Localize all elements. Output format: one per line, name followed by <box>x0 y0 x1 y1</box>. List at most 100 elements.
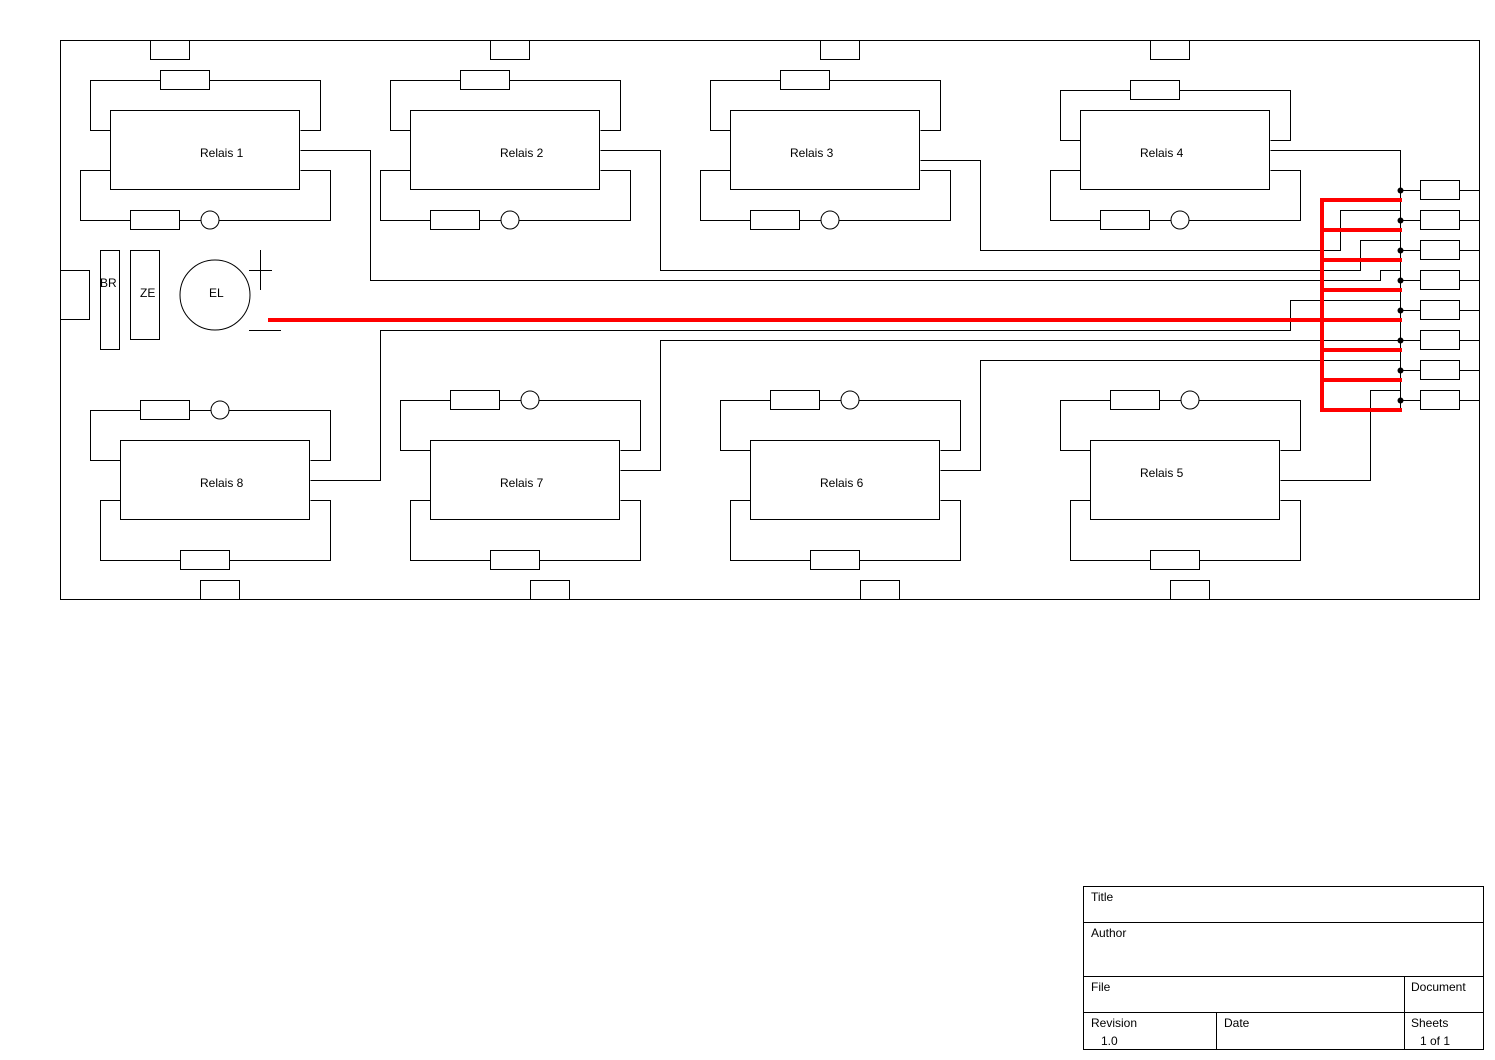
relay-body <box>120 440 310 520</box>
relay-body <box>1090 440 1280 520</box>
relay-label: Relais 2 <box>500 146 544 160</box>
resistor <box>1420 210 1460 230</box>
resistor <box>1420 240 1460 260</box>
relay-label: Relais 4 <box>1140 146 1184 160</box>
ze-label: ZE <box>140 286 155 300</box>
resistor <box>140 400 190 420</box>
plus-sign-icon <box>249 250 272 290</box>
output-terminal <box>1397 180 1480 200</box>
edge-connector <box>530 580 570 600</box>
title-block: Title Author File Document Revision 1.0 … <box>1083 886 1484 1050</box>
output-terminal <box>1397 390 1480 410</box>
date-label: Date <box>1224 1016 1250 1030</box>
resistor <box>460 70 510 90</box>
title-block-frame <box>1083 886 1484 1050</box>
relay-label: Relais 3 <box>790 146 834 160</box>
resistor <box>1420 330 1460 350</box>
relay-3: Relais 3 <box>700 70 951 230</box>
relay-8: Relais 8 <box>90 400 331 570</box>
revision-label: Revision <box>1091 1016 1137 1030</box>
resistor <box>490 550 540 570</box>
electrolytic-capacitor <box>179 259 251 331</box>
resistor <box>130 210 180 230</box>
resistor <box>450 390 500 410</box>
relay-body <box>1080 110 1270 190</box>
relay-label: Relais 8 <box>200 476 244 490</box>
signal-wires <box>300 150 1401 481</box>
output-terminal <box>1397 360 1480 380</box>
relay-label: Relais 5 <box>1140 466 1184 480</box>
resistor <box>180 550 230 570</box>
relay-body <box>750 440 940 520</box>
sheets-value: 1 of 1 <box>1420 1034 1450 1048</box>
resistor <box>1150 550 1200 570</box>
br-label: BR <box>100 276 117 290</box>
resistor <box>780 70 830 90</box>
junction-dot <box>1397 217 1404 224</box>
junction-dot <box>1397 307 1404 314</box>
relay-7: Relais 7 <box>400 390 641 570</box>
output-terminal <box>1397 240 1480 260</box>
resistor <box>1100 210 1150 230</box>
led-icon <box>840 390 860 410</box>
led-icon <box>210 400 230 420</box>
resistor <box>1420 270 1460 290</box>
output-terminal <box>1397 270 1480 290</box>
edge-connector <box>1150 40 1190 60</box>
edge-connector <box>820 40 860 60</box>
sheets-label: Sheets <box>1411 1016 1448 1030</box>
led-icon <box>200 210 220 230</box>
edge-connector <box>860 580 900 600</box>
relay-label: Relais 1 <box>200 146 244 160</box>
document-label: Document <box>1411 980 1466 994</box>
output-terminal <box>1397 300 1480 320</box>
relay-label: Relais 7 <box>500 476 544 490</box>
resistor <box>770 390 820 410</box>
resistor <box>1110 390 1160 410</box>
led-icon <box>1170 210 1190 230</box>
relay-label: Relais 6 <box>820 476 864 490</box>
led-icon <box>500 210 520 230</box>
led-icon <box>520 390 540 410</box>
zener-diode <box>130 250 160 340</box>
output-terminal <box>1397 210 1480 230</box>
relay-body <box>430 440 620 520</box>
resistor <box>430 210 480 230</box>
bridge-rectifier <box>100 250 120 350</box>
author-label: Author <box>1091 926 1126 940</box>
relay-body <box>110 110 300 190</box>
led-icon <box>1180 390 1200 410</box>
relay-6: Relais 6 <box>720 390 961 570</box>
edge-connector <box>200 580 240 600</box>
file-label: File <box>1091 980 1111 994</box>
junction-dot <box>1397 397 1404 404</box>
resistor <box>1420 390 1460 410</box>
common-bus <box>268 198 1402 412</box>
relay-1: Relais 1 <box>80 70 331 230</box>
relay-4: Relais 4 <box>1050 80 1301 230</box>
junction-dot <box>1397 247 1404 254</box>
resistor <box>1130 80 1180 100</box>
revision-value: 1.0 <box>1101 1034 1118 1048</box>
junction-dot <box>1397 187 1404 194</box>
resistor <box>1420 300 1460 320</box>
el-label: EL <box>209 286 224 300</box>
junction-dot <box>1397 337 1404 344</box>
junction-dot <box>1397 277 1404 284</box>
edge-connector <box>490 40 530 60</box>
output-terminal <box>1397 330 1480 350</box>
junction-dot <box>1397 367 1404 374</box>
relay-body <box>410 110 600 190</box>
title-label: Title <box>1091 890 1114 904</box>
resistor <box>160 70 210 90</box>
edge-connector <box>150 40 190 60</box>
resistor <box>1420 180 1460 200</box>
power-connector <box>60 270 90 320</box>
relay-5: Relais 5 <box>1060 390 1301 570</box>
edge-connector <box>1170 580 1210 600</box>
resistor <box>1420 360 1460 380</box>
resistor <box>810 550 860 570</box>
output-terminal-rows <box>1397 180 1480 410</box>
resistor <box>750 210 800 230</box>
